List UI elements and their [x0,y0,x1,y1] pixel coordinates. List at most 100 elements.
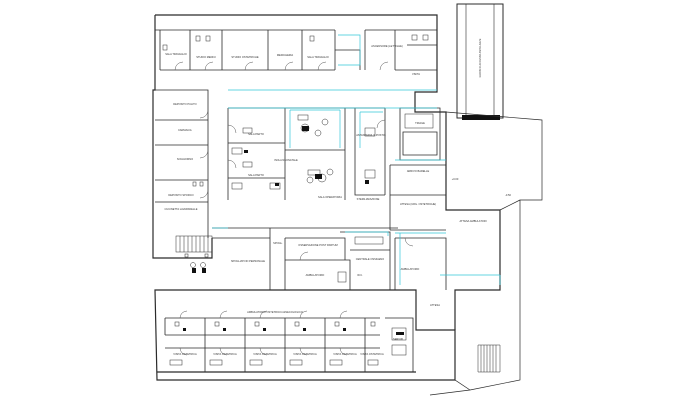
room-label-triage: TRIAGE [415,121,425,125]
operating-table [297,114,309,121]
room-label-ambulatorio-1: AMBULATORIO [306,273,325,277]
operating-table [307,169,321,176]
wc-fixture [309,35,315,42]
ambulance-ramp [429,3,543,396]
sink-fixture [204,253,209,258]
room-label-visita-ostetrica-1: VISITA OSTETRICA [173,352,197,356]
wc-fixture [190,262,196,268]
equipment-unit [214,321,220,327]
room-label-spogliatoio: SPOGLIATOIO PERSONALE [231,259,265,263]
surgical-lamp [321,118,329,126]
staircase [175,235,213,253]
equipment-unit [391,327,407,341]
room-label-spogl: SPOGL. [273,241,283,245]
wc-fixture [411,34,418,41]
equipment-unit [337,271,347,283]
equipment-dark [183,328,186,331]
accent-lines [212,34,501,285]
room-label-deposito-sporco: DEPOSITO SPORCO [168,193,193,197]
door-swings [174,61,414,356]
room-label-ascensore: ASCENSORE (LETTIGHE) [371,44,403,48]
equipment-unit [174,321,180,327]
room-label-attesa-ambulatori: ATTESA AMBULATORI [460,219,487,223]
room-label-deposito-pulito: DEPOSITO PULITO [173,102,196,106]
delivery-bed [231,182,243,190]
sink-fixture [242,127,253,134]
equipment-dark [275,183,279,186]
equipment-dark [223,328,226,331]
equipment-unit [364,127,376,137]
exam-couch [249,359,263,366]
equipment-unit [294,321,300,327]
equipment-unit [254,321,260,327]
equipment-unit [370,321,376,327]
surgical-lamp [306,176,314,184]
room-label-studio-ostetriche: STUDIO OSTETRICHE [231,55,259,59]
room-label-visita-ostetrica-3: VISITA OSTETRICA [253,352,277,356]
room-label-sterilizzazione: STERILIZZAZIONE [357,197,380,201]
exam-couch [289,359,303,366]
surgical-lamp [326,168,334,176]
wc-fixture [162,44,168,51]
external-curb [454,199,521,391]
room-label-visita-ostetrica-4: VISITA OSTETRICA [293,352,317,356]
ramp-stair [477,344,501,373]
lower-block-outline [154,289,456,381]
wc-fixture [422,34,429,41]
equipment-dark [315,174,322,179]
room-label-wc: W.C. [357,273,363,277]
room-label-sala-travaglio-2: SALA TRAVAGLIO [307,55,329,59]
equipment-dark [263,328,266,331]
reception-desk [354,236,384,245]
room-label-servizi: SERVIZI [393,337,403,341]
equipment-unit [404,113,434,129]
room-label-arrivo-barelle: ARRIVO BARELLE [407,169,430,173]
room-label-sala-travaglio: SALA TRAVAGLIO [165,52,187,56]
room-label-ambulatorio-ostetrico: AMBULATORIO OSTETRICO-GINECOLOGICO [247,310,303,314]
wc-fixture [195,35,201,42]
room-label-sala-parto-2: SALA PARTO [248,173,264,177]
staircase-outline [175,235,213,253]
upper-block-left-wall [152,15,213,259]
wc-fixture [199,181,204,187]
room-label-sala-parto-1: SALA PARTO [248,132,264,136]
room-label-ambulatorio-2: AMBULATORIO [401,267,420,271]
room-label-visita: VISITA [412,72,420,76]
equipment-dark [343,328,346,331]
equipment-dark [302,126,309,131]
equipment-dark [396,332,404,335]
room-label-centrale: CENTRALE OSSIGENO [356,257,384,261]
equipment-dark [202,268,206,273]
room-label-visita-ostetrica-6: VISITA OSTETRICA [360,352,384,356]
room-label-isola-neonatale: ISOLA NEONATALE [274,158,298,162]
room-label-attesa: ATTESA [430,303,440,307]
room-label-soggiorno: SOGGIORNO [177,157,193,161]
interior-walls [155,29,447,372]
room-label-visita-ostetrica-2: VISITA OSTETRICA [213,352,237,356]
exam-couch [209,359,223,366]
equipment-dark [192,268,196,273]
room-label-visita-ostetrica-5: VISITA OSTETRICA [333,352,357,356]
surgical-lamp [314,129,322,137]
room-label-attesa-urgenze: ATTESA (URG. OSTETRICHE) [400,202,436,206]
wc-fixture [192,181,197,187]
equipment-dark [303,328,306,331]
elevation-mark-2: -0.50 [505,193,511,197]
room-label-sala-operatoria: SALA OPERATORIA [318,195,342,199]
room-label-farmacia: FARMACIA [178,128,192,132]
room-label-studio-medici: STUDIO MEDICI [196,55,216,59]
ramp-threshold [462,115,500,120]
sink-fixture [242,161,253,168]
exam-couch [329,359,343,366]
equipment-unit [364,169,376,179]
elevation-mark: +0.00 [452,177,459,181]
delivery-bed [231,147,243,155]
wc-fixture [200,262,206,268]
fixtures [162,34,434,366]
equipment-dark [244,150,248,153]
room-label-astanteria: ASTANTERIA (1 POSTO) [356,133,386,137]
exam-couch [367,359,379,366]
equipment-dark [365,180,369,184]
